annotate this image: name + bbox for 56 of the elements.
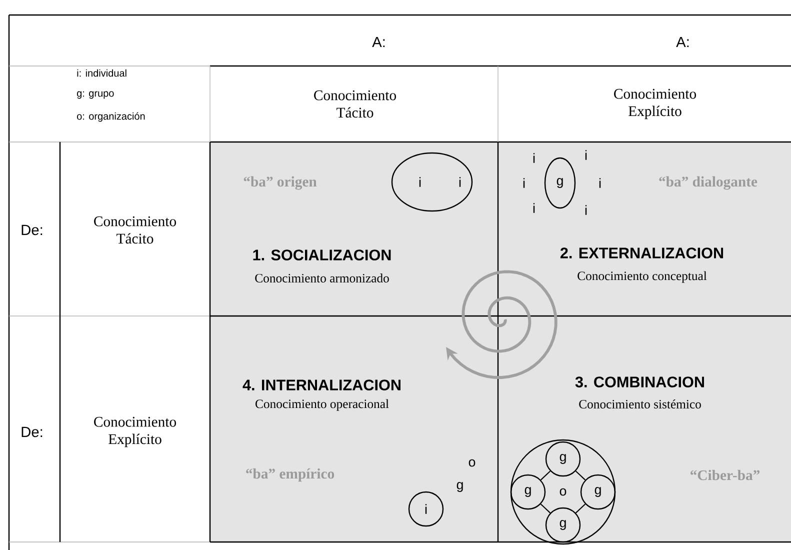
- ba-label: “ba” empírico: [246, 468, 334, 482]
- letter: o: [560, 488, 566, 496]
- mode-subtitle: Conocimiento armonizado: [255, 274, 389, 282]
- letter: i: [459, 177, 461, 187]
- mode-subtitle: Conocimiento conceptual: [578, 271, 707, 283]
- quadrant-panel: [210, 142, 498, 316]
- letter: i: [599, 178, 601, 188]
- connector-line: [540, 504, 551, 514]
- ba-label: “ba” dialogante: [659, 176, 758, 190]
- ba-label: “ba” origen: [244, 176, 317, 190]
- letter: i: [523, 178, 525, 188]
- connector-line: [540, 470, 551, 480]
- letter: i: [585, 150, 587, 160]
- column-label: A:: [372, 36, 385, 48]
- quadrant-panel: [498, 142, 791, 316]
- member-circle: [545, 441, 581, 477]
- row-label: De:: [22, 426, 42, 438]
- quadrant-panel: [210, 316, 498, 542]
- letter: g: [560, 454, 566, 464]
- letter: o: [468, 459, 476, 467]
- letter: g: [524, 487, 531, 497]
- letter: i: [419, 177, 421, 187]
- key-text: g: grupo: [77, 91, 114, 99]
- letter: i: [425, 504, 427, 514]
- member-circle: [408, 491, 444, 527]
- mode-title: 1. SOCIALIZACION: [253, 250, 391, 260]
- letter: g: [560, 520, 566, 530]
- member-circle: [510, 474, 546, 510]
- letter: i: [585, 205, 587, 215]
- quadrant-panel: [498, 316, 791, 542]
- mode-title: 4. INTERNALIZACION: [242, 380, 400, 390]
- letter: i: [533, 203, 535, 213]
- member-circle: [545, 507, 581, 543]
- letter: g: [556, 178, 563, 188]
- mode-subtitle: Conocimiento operacional: [256, 399, 389, 411]
- connector-line: [575, 504, 586, 514]
- member-circle: [580, 474, 616, 510]
- key-text: i: individual: [77, 69, 126, 77]
- group-ellipse: [544, 157, 576, 209]
- letter: g: [594, 487, 601, 497]
- column-label: A:: [676, 36, 689, 48]
- mode-title: 2. EXTERNALIZACION: [560, 248, 724, 258]
- letter: g: [456, 482, 463, 492]
- group-ellipse: [391, 152, 473, 212]
- column-header: Conocimiento Explícito: [614, 88, 696, 120]
- letter: i: [533, 153, 535, 163]
- mode-subtitle: Conocimiento sistémico: [579, 400, 701, 408]
- mode-title: 3. COMBINACION: [575, 376, 704, 388]
- column-header: Conocimiento Tácito: [314, 90, 396, 118]
- row-header: Conocimiento Tácito: [94, 216, 176, 244]
- key-text: o: organización: [77, 112, 145, 122]
- row-header: Conocimiento Explícito: [94, 416, 176, 448]
- organization-circle: [510, 439, 616, 545]
- connector-line: [575, 470, 586, 480]
- row-label: De:: [22, 224, 42, 236]
- ba-label: “Ciber-ba”: [690, 470, 760, 480]
